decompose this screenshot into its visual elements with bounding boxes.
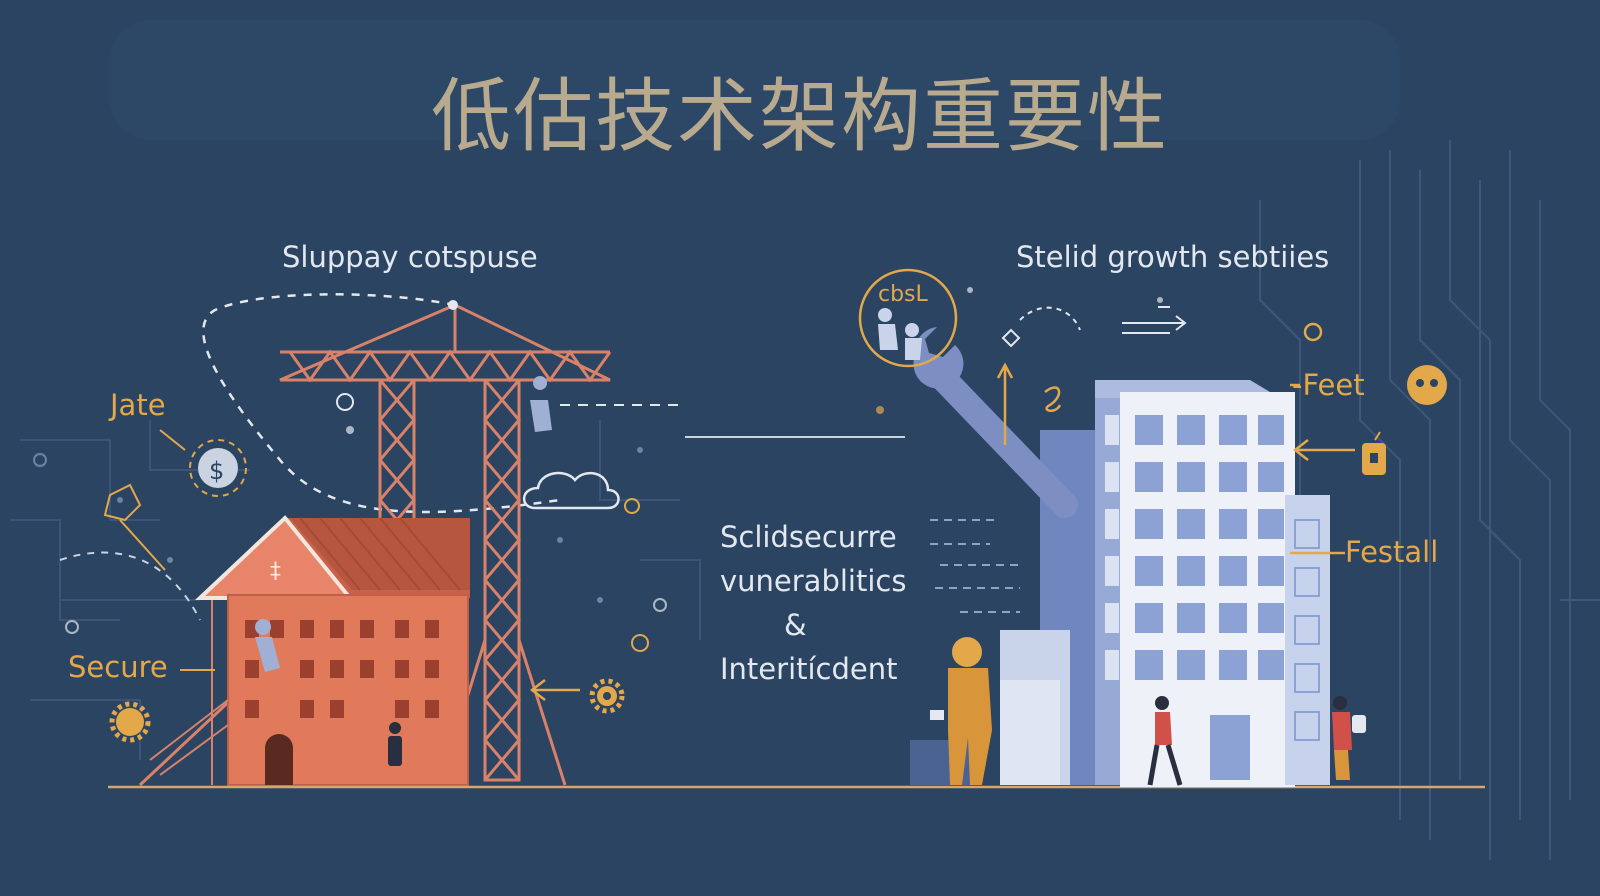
badge-circle xyxy=(858,268,958,368)
right-label-bottom: Festall xyxy=(1345,535,1439,569)
worker-figure xyxy=(255,376,552,672)
wrench-icon xyxy=(913,327,1078,518)
left-label-bottom: Secure xyxy=(68,650,168,684)
left-label-top: Jate xyxy=(110,388,166,422)
gear-icon xyxy=(109,701,151,743)
arrow-icon xyxy=(529,679,580,701)
cloud-icon xyxy=(522,471,620,510)
house-icon: ‡ xyxy=(194,515,470,786)
dashed-path xyxy=(202,293,561,514)
center-text-line-1: Sclidsecurre xyxy=(720,520,897,554)
circuit-lines-right xyxy=(1259,140,1600,860)
gear-icon xyxy=(589,678,625,714)
center-text-line-3: & xyxy=(784,608,807,642)
office-building-icon xyxy=(910,380,1330,787)
svg-text:‡: ‡ xyxy=(270,559,281,584)
worker-figure xyxy=(930,637,1366,786)
left-panel-heading: Sluppay cotspuse xyxy=(282,240,538,274)
right-label-top: -Feet xyxy=(1292,368,1365,402)
center-text-line-4: Interitícdent xyxy=(720,652,898,686)
badge-label: cbsL xyxy=(878,282,928,307)
circuit-lines-left xyxy=(10,420,701,760)
gear-icon: $ xyxy=(189,439,247,497)
svg-text:$: $ xyxy=(209,457,224,485)
slide-title: 低估技术架构重要性 xyxy=(431,70,1169,163)
title-panel xyxy=(110,20,1400,140)
center-text-line-2: vunerablitics xyxy=(720,564,907,598)
right-panel-heading: Stelid growth sebtiies xyxy=(1016,240,1330,274)
